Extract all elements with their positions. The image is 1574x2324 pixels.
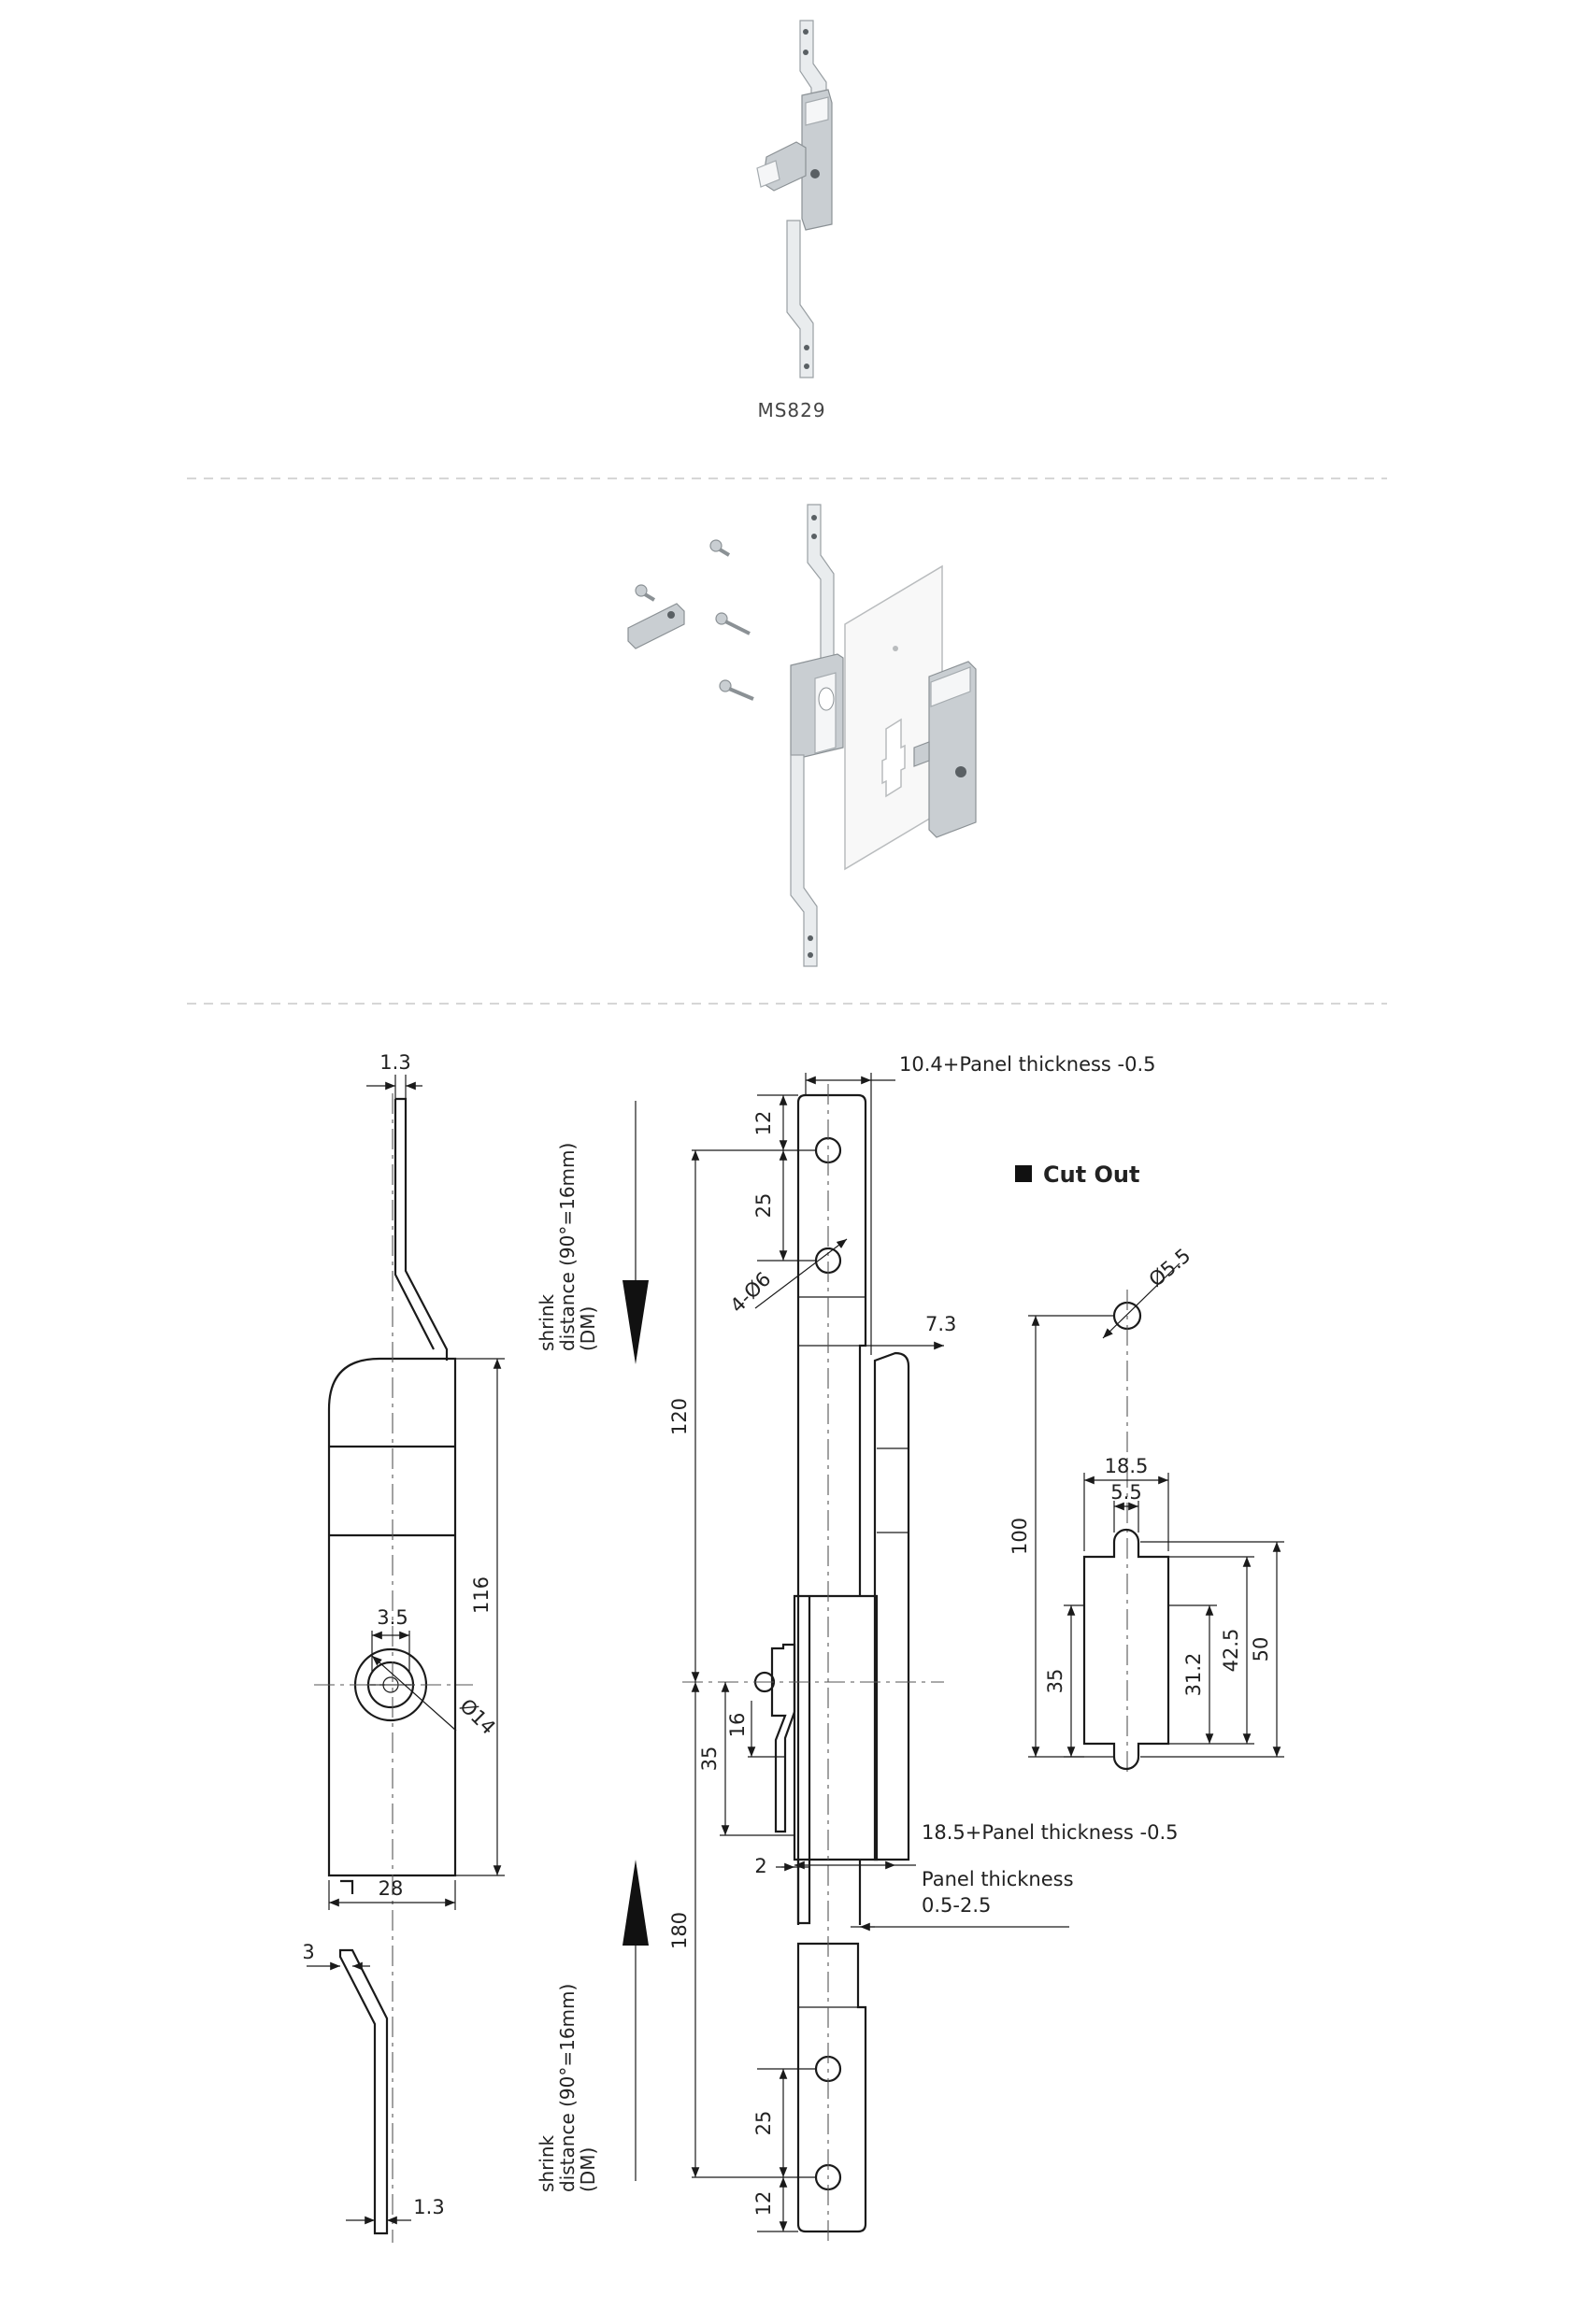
side-dim-body-height: 116 — [470, 1576, 493, 1614]
screw-icon — [709, 539, 731, 557]
side-view — [307, 1075, 505, 2243]
side-dim-top-thickness: 1.3 — [379, 1051, 410, 1074]
cut-dim-height-total: 100 — [1009, 1518, 1031, 1555]
cut-out-drawing — [1028, 1262, 1284, 1775]
front-dim-upper-len: 120 — [668, 1398, 691, 1435]
front-note-panel-1: Panel thickness — [922, 1868, 1074, 1890]
shrink-arrow-down — [622, 1101, 649, 1364]
screw-icon — [635, 584, 656, 602]
shrink-top-line1: shrink — [536, 1293, 558, 1351]
cut-out-bullet-icon — [1015, 1165, 1032, 1182]
screw-icon — [719, 679, 754, 701]
side-dim-bottom-thickness: 1.3 — [413, 2196, 444, 2218]
shrink-top-line3: (DM) — [577, 1306, 599, 1351]
front-view — [682, 1073, 1069, 2243]
cut-dim-31-2: 31.2 — [1182, 1653, 1205, 1697]
front-dim-gap2: 2 — [754, 1855, 766, 1877]
side-dim-key-slot: 3.5 — [377, 1606, 408, 1629]
shrink-arrow-up — [622, 1860, 649, 2181]
cut-dim-width: 18.5 — [1105, 1455, 1149, 1477]
screw-icon — [715, 612, 751, 635]
front-dim-hole-pitch-bottom: 25 — [752, 2111, 775, 2136]
cut-dim-50: 50 — [1250, 1637, 1272, 1662]
cut-dim-42-5: 42.5 — [1220, 1629, 1242, 1673]
shrink-bottom-line2: distance (90°=16mm) — [556, 1984, 579, 2192]
front-dim-lower-len: 180 — [668, 1912, 691, 1949]
front-dim-7-3: 7.3 — [925, 1313, 956, 1335]
product-render-exploded — [627, 504, 977, 967]
cut-out-heading: Cut Out — [1043, 1162, 1140, 1188]
front-note-top: 10.4+Panel thickness -0.5 — [899, 1053, 1156, 1076]
front-dim-top-gap: 12 — [752, 1111, 775, 1136]
model-caption: MS829 — [757, 399, 825, 421]
front-dim-bottom-gap: 12 — [752, 2191, 775, 2217]
cut-dim-notch: 5.5 — [1110, 1481, 1141, 1504]
cut-dim-hole-dia: Ø5.5 — [1145, 1244, 1195, 1290]
cut-dim-35: 35 — [1044, 1669, 1066, 1694]
product-render-assembled — [756, 20, 833, 378]
front-dim-holes: 4-Ø6 — [726, 1268, 776, 1318]
side-dim-key-dia: Ø14 — [455, 1694, 500, 1739]
shrink-bottom-line3: (DM) — [577, 2147, 599, 2192]
front-dim-hole-pitch-top: 25 — [752, 1193, 775, 1219]
shrink-top-line2: distance (90°=16mm) — [556, 1143, 579, 1351]
front-note-mid: 18.5+Panel thickness -0.5 — [922, 1821, 1179, 1844]
side-dim-body-width: 28 — [379, 1877, 404, 1900]
shrink-bottom-line1: shrink — [536, 2134, 558, 2192]
front-dim-16: 16 — [726, 1713, 749, 1738]
front-dim-35: 35 — [698, 1747, 721, 1772]
front-note-panel-2: 0.5-2.5 — [922, 1894, 991, 1917]
side-dim-offset: 3 — [302, 1941, 314, 1963]
